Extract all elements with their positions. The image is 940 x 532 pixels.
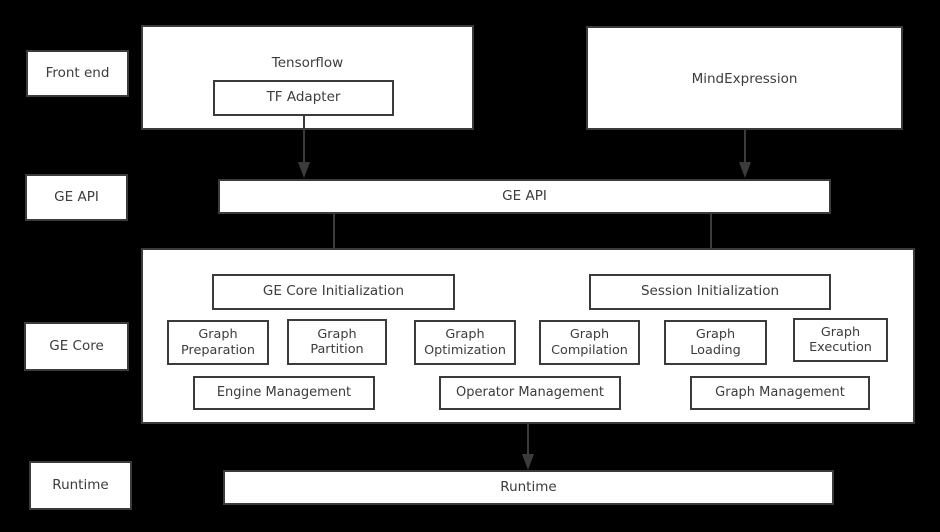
layer-label-runtime-text: Runtime (52, 476, 109, 493)
arrow-mindexpression-to-ge-api (737, 130, 753, 180)
layer-label-front-end-text: Front end (45, 64, 110, 81)
module-graph-partition-label: Graph Partition (310, 326, 364, 357)
mindexpression-container (586, 26, 903, 130)
management-graph[interactable]: Graph Management (690, 376, 870, 410)
management-graph-label: Graph Management (715, 385, 845, 401)
ge-core-initialization-label: GE Core Initialization (262, 283, 405, 300)
layer-label-ge-api-text: GE API (54, 188, 99, 205)
module-graph-optimization-label: Graph Optimization (424, 327, 506, 358)
tf-adapter-box[interactable]: TF Adapter (213, 80, 394, 116)
module-graph-compilation[interactable]: Graph Compilation (539, 320, 640, 365)
layer-label-ge-core-text: GE Core (49, 337, 104, 354)
layer-label-ge-api: GE API (25, 174, 128, 221)
module-graph-optimization[interactable]: Graph Optimization (414, 320, 516, 365)
management-engine[interactable]: Engine Management (193, 376, 375, 410)
tensorflow-title: Tensorflow (271, 55, 344, 71)
module-graph-preparation[interactable]: Graph Preparation (167, 320, 269, 365)
layer-label-front-end: Front end (26, 50, 129, 97)
runtime-bar[interactable]: Runtime (223, 470, 834, 505)
module-graph-partition[interactable]: Graph Partition (287, 319, 387, 365)
layer-label-runtime: Runtime (29, 461, 132, 510)
arrow-tf-adapter-to-ge-api (296, 116, 312, 180)
mindexpression-title: MindExpression (691, 71, 798, 87)
arrow-ge-core-to-runtime (520, 424, 536, 472)
module-graph-preparation-label: Graph Preparation (181, 327, 255, 358)
ge-api-bar-label: GE API (502, 187, 547, 204)
tf-adapter-label: TF Adapter (266, 89, 341, 106)
management-operator[interactable]: Operator Management (439, 376, 621, 410)
layer-label-ge-core: GE Core (24, 322, 129, 371)
ge-api-bar[interactable]: GE API (218, 179, 831, 214)
module-graph-execution-label: Graph Execution (809, 324, 872, 355)
management-operator-label: Operator Management (456, 385, 604, 401)
management-engine-label: Engine Management (216, 385, 352, 401)
runtime-bar-label: Runtime (500, 478, 557, 495)
module-graph-loading[interactable]: Graph Loading (664, 320, 767, 365)
session-initialization-box[interactable]: Session Initialization (589, 274, 831, 310)
module-graph-loading-label: Graph Loading (690, 327, 741, 358)
session-initialization-label: Session Initialization (640, 283, 780, 300)
module-graph-compilation-label: Graph Compilation (551, 327, 628, 358)
module-graph-execution[interactable]: Graph Execution (793, 318, 888, 362)
ge-core-initialization-box[interactable]: GE Core Initialization (212, 274, 455, 310)
